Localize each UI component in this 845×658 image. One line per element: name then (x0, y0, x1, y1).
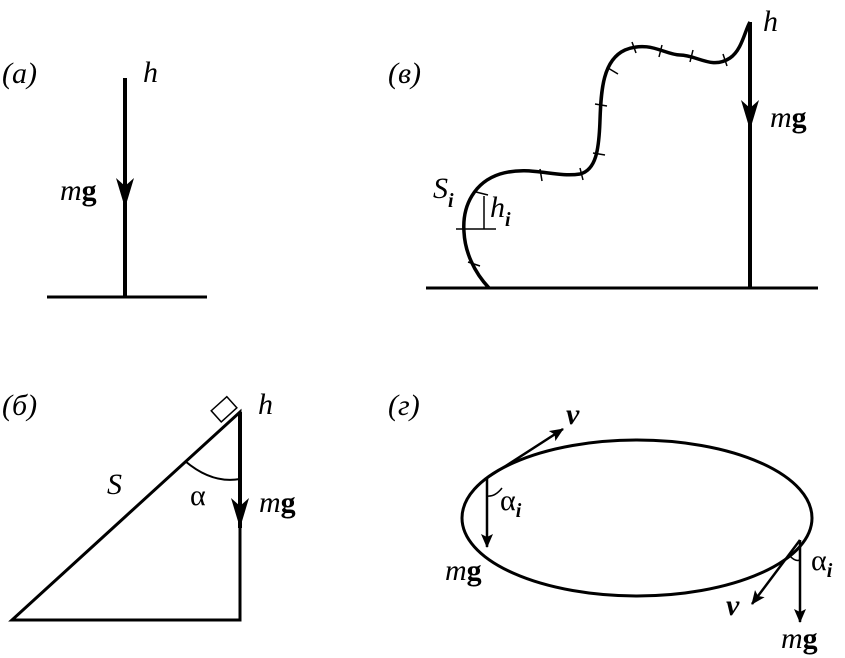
velocity-label: v (566, 398, 580, 431)
path-tick-marks (467, 41, 728, 267)
weight-label: mg (259, 486, 296, 519)
gravity-arrow-head (741, 100, 759, 130)
inclined-plane-triangle (8, 408, 242, 622)
tick-mark (607, 67, 619, 75)
height-label: h (258, 388, 273, 421)
panel-a: (а) h mg (2, 56, 207, 299)
segment-height-marker (456, 196, 496, 230)
angle-arc (184, 460, 241, 481)
elliptical-path (460, 438, 814, 598)
panel-b: (б) h S α mg (2, 388, 296, 622)
angle-label: αi (811, 544, 833, 582)
segment-height-label: hi (490, 191, 511, 231)
angle-arc (486, 487, 503, 497)
segment-length-label: Si (433, 172, 454, 212)
angle-label: αi (500, 484, 522, 522)
panel-g-label: (г) (388, 389, 420, 422)
gravity-arrow-head (116, 178, 134, 208)
angle-arc (788, 554, 801, 562)
velocity-label: v (726, 589, 740, 622)
weight-label: mg (445, 554, 482, 587)
curved-path (462, 21, 752, 290)
weight-label: mg (60, 174, 97, 207)
tick-mark (631, 41, 637, 54)
panel-a-label: (а) (2, 57, 37, 90)
velocity-vector (486, 427, 564, 480)
tick-mark (689, 49, 694, 63)
height-label: h (763, 5, 778, 38)
gravity-arrow-head (231, 498, 249, 528)
tick-mark (722, 53, 728, 67)
velocity-vector (751, 539, 801, 605)
panel-b-label: (б) (2, 389, 37, 422)
tick-mark (467, 261, 481, 267)
slope-length-label: S (107, 468, 122, 501)
tick-mark (594, 103, 608, 107)
tick-mark (592, 152, 606, 156)
angle-label: α (190, 479, 206, 512)
panel-v-label: (в) (388, 57, 421, 90)
tick-mark (579, 167, 584, 181)
tick-mark (539, 168, 543, 182)
height-label: h (143, 56, 158, 89)
block (210, 395, 238, 423)
tick-mark (658, 44, 663, 58)
panel-g: (г) v αi mg αi v mg (388, 389, 833, 655)
panel-v: (в) h mg Si hi (388, 5, 818, 290)
tick-mark (475, 191, 489, 196)
weight-label: mg (770, 101, 807, 134)
weight-label: mg (781, 622, 818, 655)
